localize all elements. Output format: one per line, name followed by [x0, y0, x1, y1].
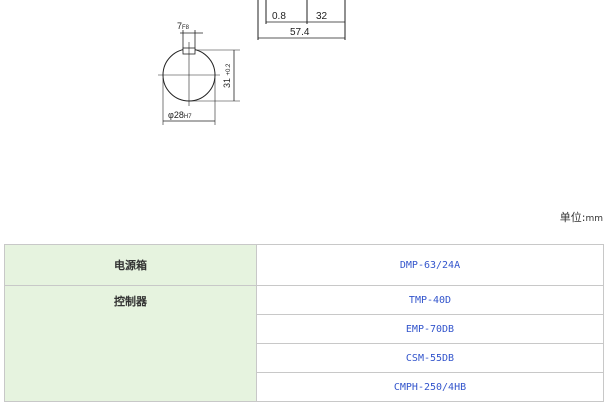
row-label-power-box: 电源箱: [4, 244, 257, 286]
value-controller-1: TMP-40D: [256, 285, 604, 315]
value-controller-4: CMPH-250/4HB: [256, 372, 604, 402]
unit-note: 单位:mm: [560, 209, 603, 225]
height-dimension: 31 +0.2: [222, 63, 232, 88]
side-view-dimensions: 0.8 32 57.4: [257, 0, 346, 40]
dim-0-8: 0.8: [272, 11, 286, 22]
keyway-width: 7F8: [177, 21, 190, 31]
unit-value: mm: [585, 214, 603, 224]
row-label-controller: 控制器: [4, 285, 257, 402]
shaft-section: 7F8 31 +0.2 φ28H7: [158, 21, 240, 125]
table-row: CSM-55DB: [5, 343, 604, 373]
unit-label: 单位:: [559, 211, 586, 224]
table-row: 控制器 TMP-40D: [4, 285, 604, 402]
dim-57-4: 57.4: [290, 27, 310, 38]
spec-table: 电源箱 DMP-63/24A 控制器 TMP-40D EMP-70DB CSM-…: [4, 244, 604, 402]
dim-32: 32: [316, 11, 328, 22]
table-row: EMP-70DB: [5, 314, 604, 344]
value-controller-2: EMP-70DB: [256, 314, 604, 344]
diameter-dimension: φ28H7: [168, 110, 192, 120]
value-power-box: DMP-63/24A: [256, 244, 604, 286]
technical-drawing: 0.8 32 57.4 7F8 31 +0.2 φ28H7: [158, 0, 346, 125]
value-controller-3: CSM-55DB: [256, 343, 604, 373]
table-row: CMPH-250/4HB: [5, 372, 604, 402]
table-row: 电源箱 DMP-63/24A: [4, 244, 604, 286]
